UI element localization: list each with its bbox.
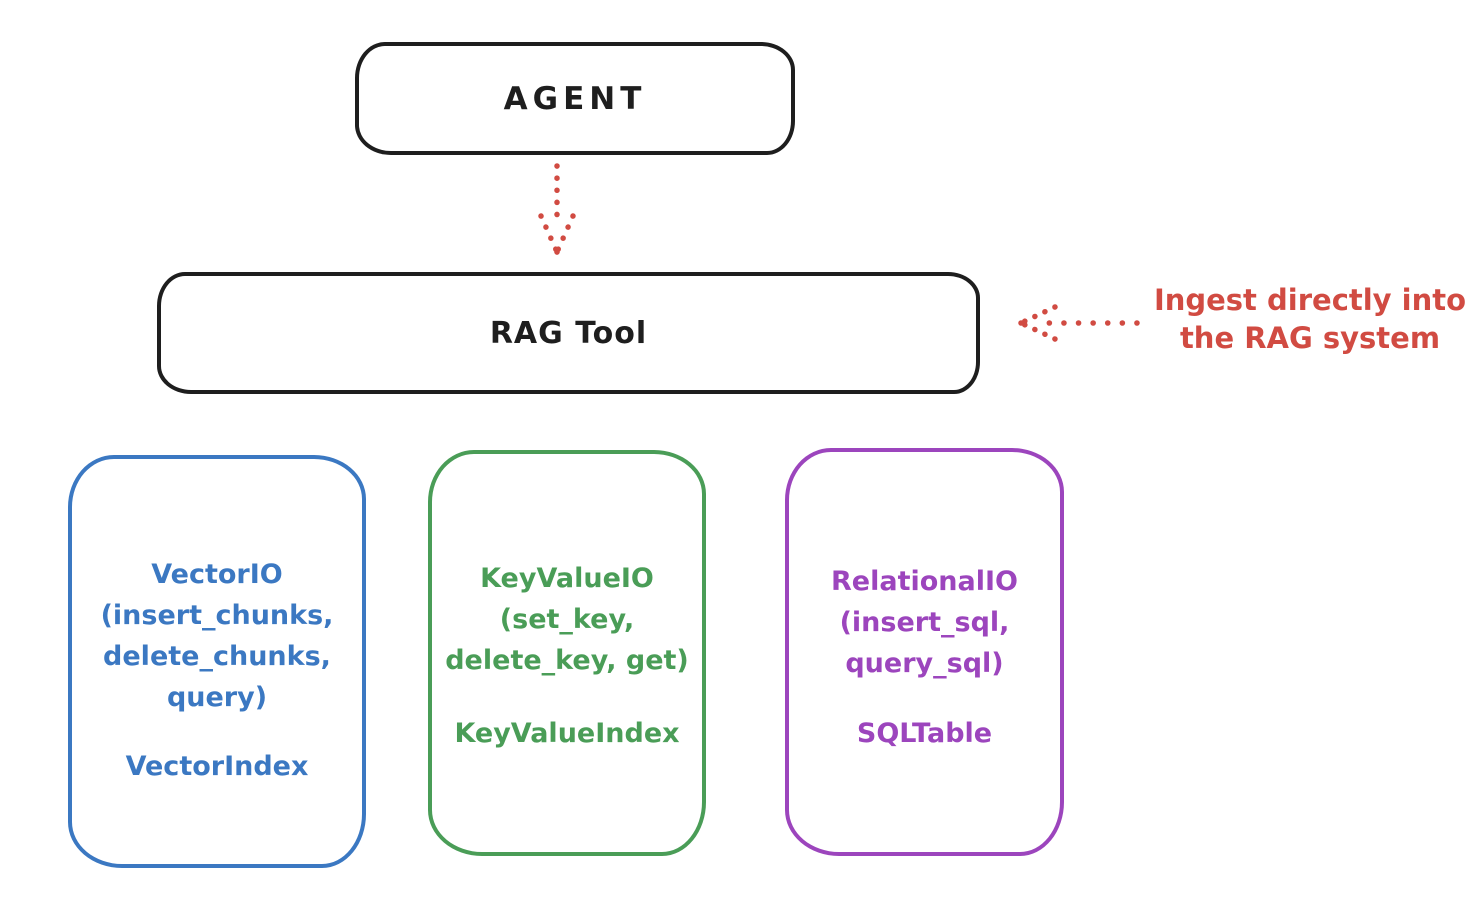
relational-io-line: query_sql) [845, 648, 1004, 679]
annotation-to-rag-arrow [1018, 304, 1140, 342]
keyvalue-io-node: KeyValueIO (set_key, delete_key, get) Ke… [428, 450, 706, 856]
keyvalue-io-line: (set_key, [499, 604, 635, 635]
rag-tool-label: RAG Tool [489, 315, 648, 351]
vector-io-line: delete_chunks, [103, 641, 331, 672]
relational-io-line: RelationalIO [831, 566, 1018, 597]
relational-io-node: RelationalIO (insert_sql, query_sql) SQL… [785, 448, 1064, 856]
ingest-annotation: Ingest directly into the RAG system [1145, 281, 1475, 357]
vector-io-line: query) [166, 682, 268, 713]
keyvalue-io-line: delete_key, get) [445, 645, 689, 676]
vector-io-node: VectorIO (insert_chunks, delete_chunks, … [68, 455, 366, 868]
keyvalue-io-line: KeyValueIO [480, 563, 654, 594]
sql-table-label: SQLTable [856, 718, 993, 749]
vector-io-line: VectorIO [151, 559, 283, 590]
keyvalue-io-text: KeyValueIO (set_key, delete_key, get) Ke… [432, 558, 702, 754]
relational-io-text: RelationalIO (insert_sql, query_sql) SQL… [789, 561, 1060, 754]
agent-label: AGENT [503, 80, 647, 117]
ingest-annotation-line2: the RAG system [1179, 321, 1441, 355]
vector-io-line: (insert_chunks, [100, 600, 334, 631]
agent-node: AGENT [355, 42, 795, 155]
keyvalue-index-label: KeyValueIndex [454, 718, 680, 749]
rag-tool-node: RAG Tool [157, 272, 980, 394]
relational-io-line: (insert_sql, [839, 607, 1010, 638]
agent-to-rag-arrow [538, 163, 576, 255]
ingest-annotation-line1: Ingest directly into [1153, 283, 1467, 317]
vector-io-text: VectorIO (insert_chunks, delete_chunks, … [72, 554, 362, 787]
vector-index-label: VectorIndex [125, 751, 309, 782]
